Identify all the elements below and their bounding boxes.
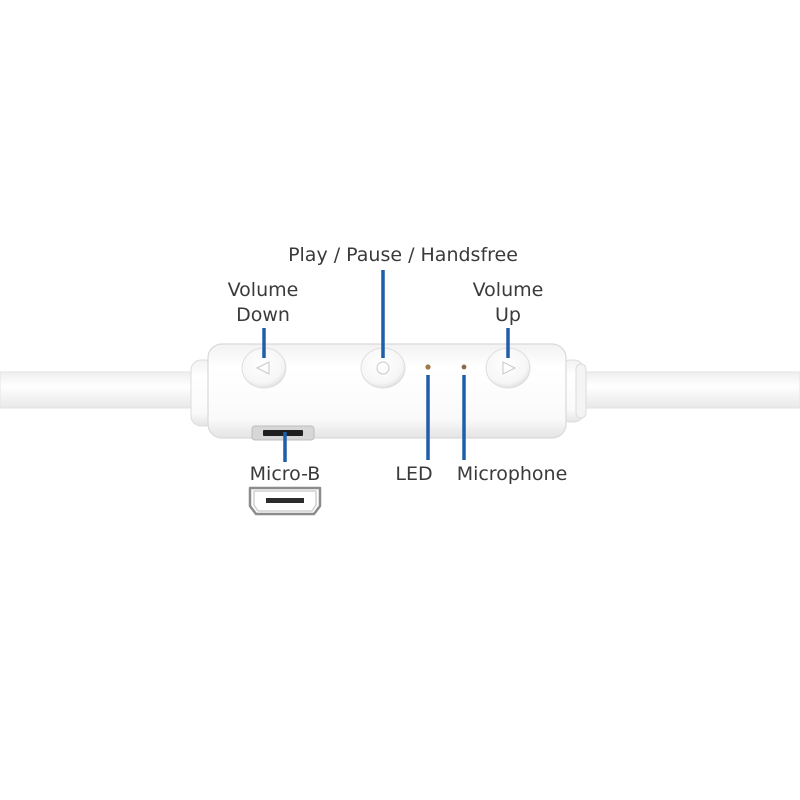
cable-right xyxy=(579,371,800,409)
label-microphone: Microphone xyxy=(454,462,570,487)
label-microphone-text: Microphone xyxy=(456,463,568,485)
label-volume-down: Volume Down xyxy=(213,278,313,328)
label-micro-b-text: Micro-B xyxy=(249,463,321,485)
label-volume-down-line2: Down xyxy=(236,304,290,326)
label-play-pause-handsfree: Play / Pause / Handsfree xyxy=(283,243,523,268)
callout-lines xyxy=(262,270,510,462)
label-led-text: LED xyxy=(395,463,433,485)
micro-usb-port xyxy=(251,425,315,441)
microphone-hole xyxy=(461,364,467,370)
circle-icon xyxy=(376,361,390,375)
label-micro-b: Micro-B xyxy=(233,462,337,487)
volume-up-button[interactable] xyxy=(485,347,531,389)
led-hole xyxy=(425,364,431,370)
micro-usb-port-icon xyxy=(248,486,322,516)
label-volume-down-line1: Volume xyxy=(227,279,299,301)
triangle-left-icon xyxy=(255,361,270,375)
label-volume-up-line2: Up xyxy=(495,304,521,326)
label-volume-up: Volume Up xyxy=(458,278,558,328)
remote-body xyxy=(207,343,567,439)
label-led: LED xyxy=(388,462,440,487)
cable-left xyxy=(0,371,201,409)
label-volume-up-line1: Volume xyxy=(472,279,544,301)
triangle-right-icon xyxy=(502,361,517,375)
label-play-pause-text: Play / Pause / Handsfree xyxy=(288,244,518,266)
